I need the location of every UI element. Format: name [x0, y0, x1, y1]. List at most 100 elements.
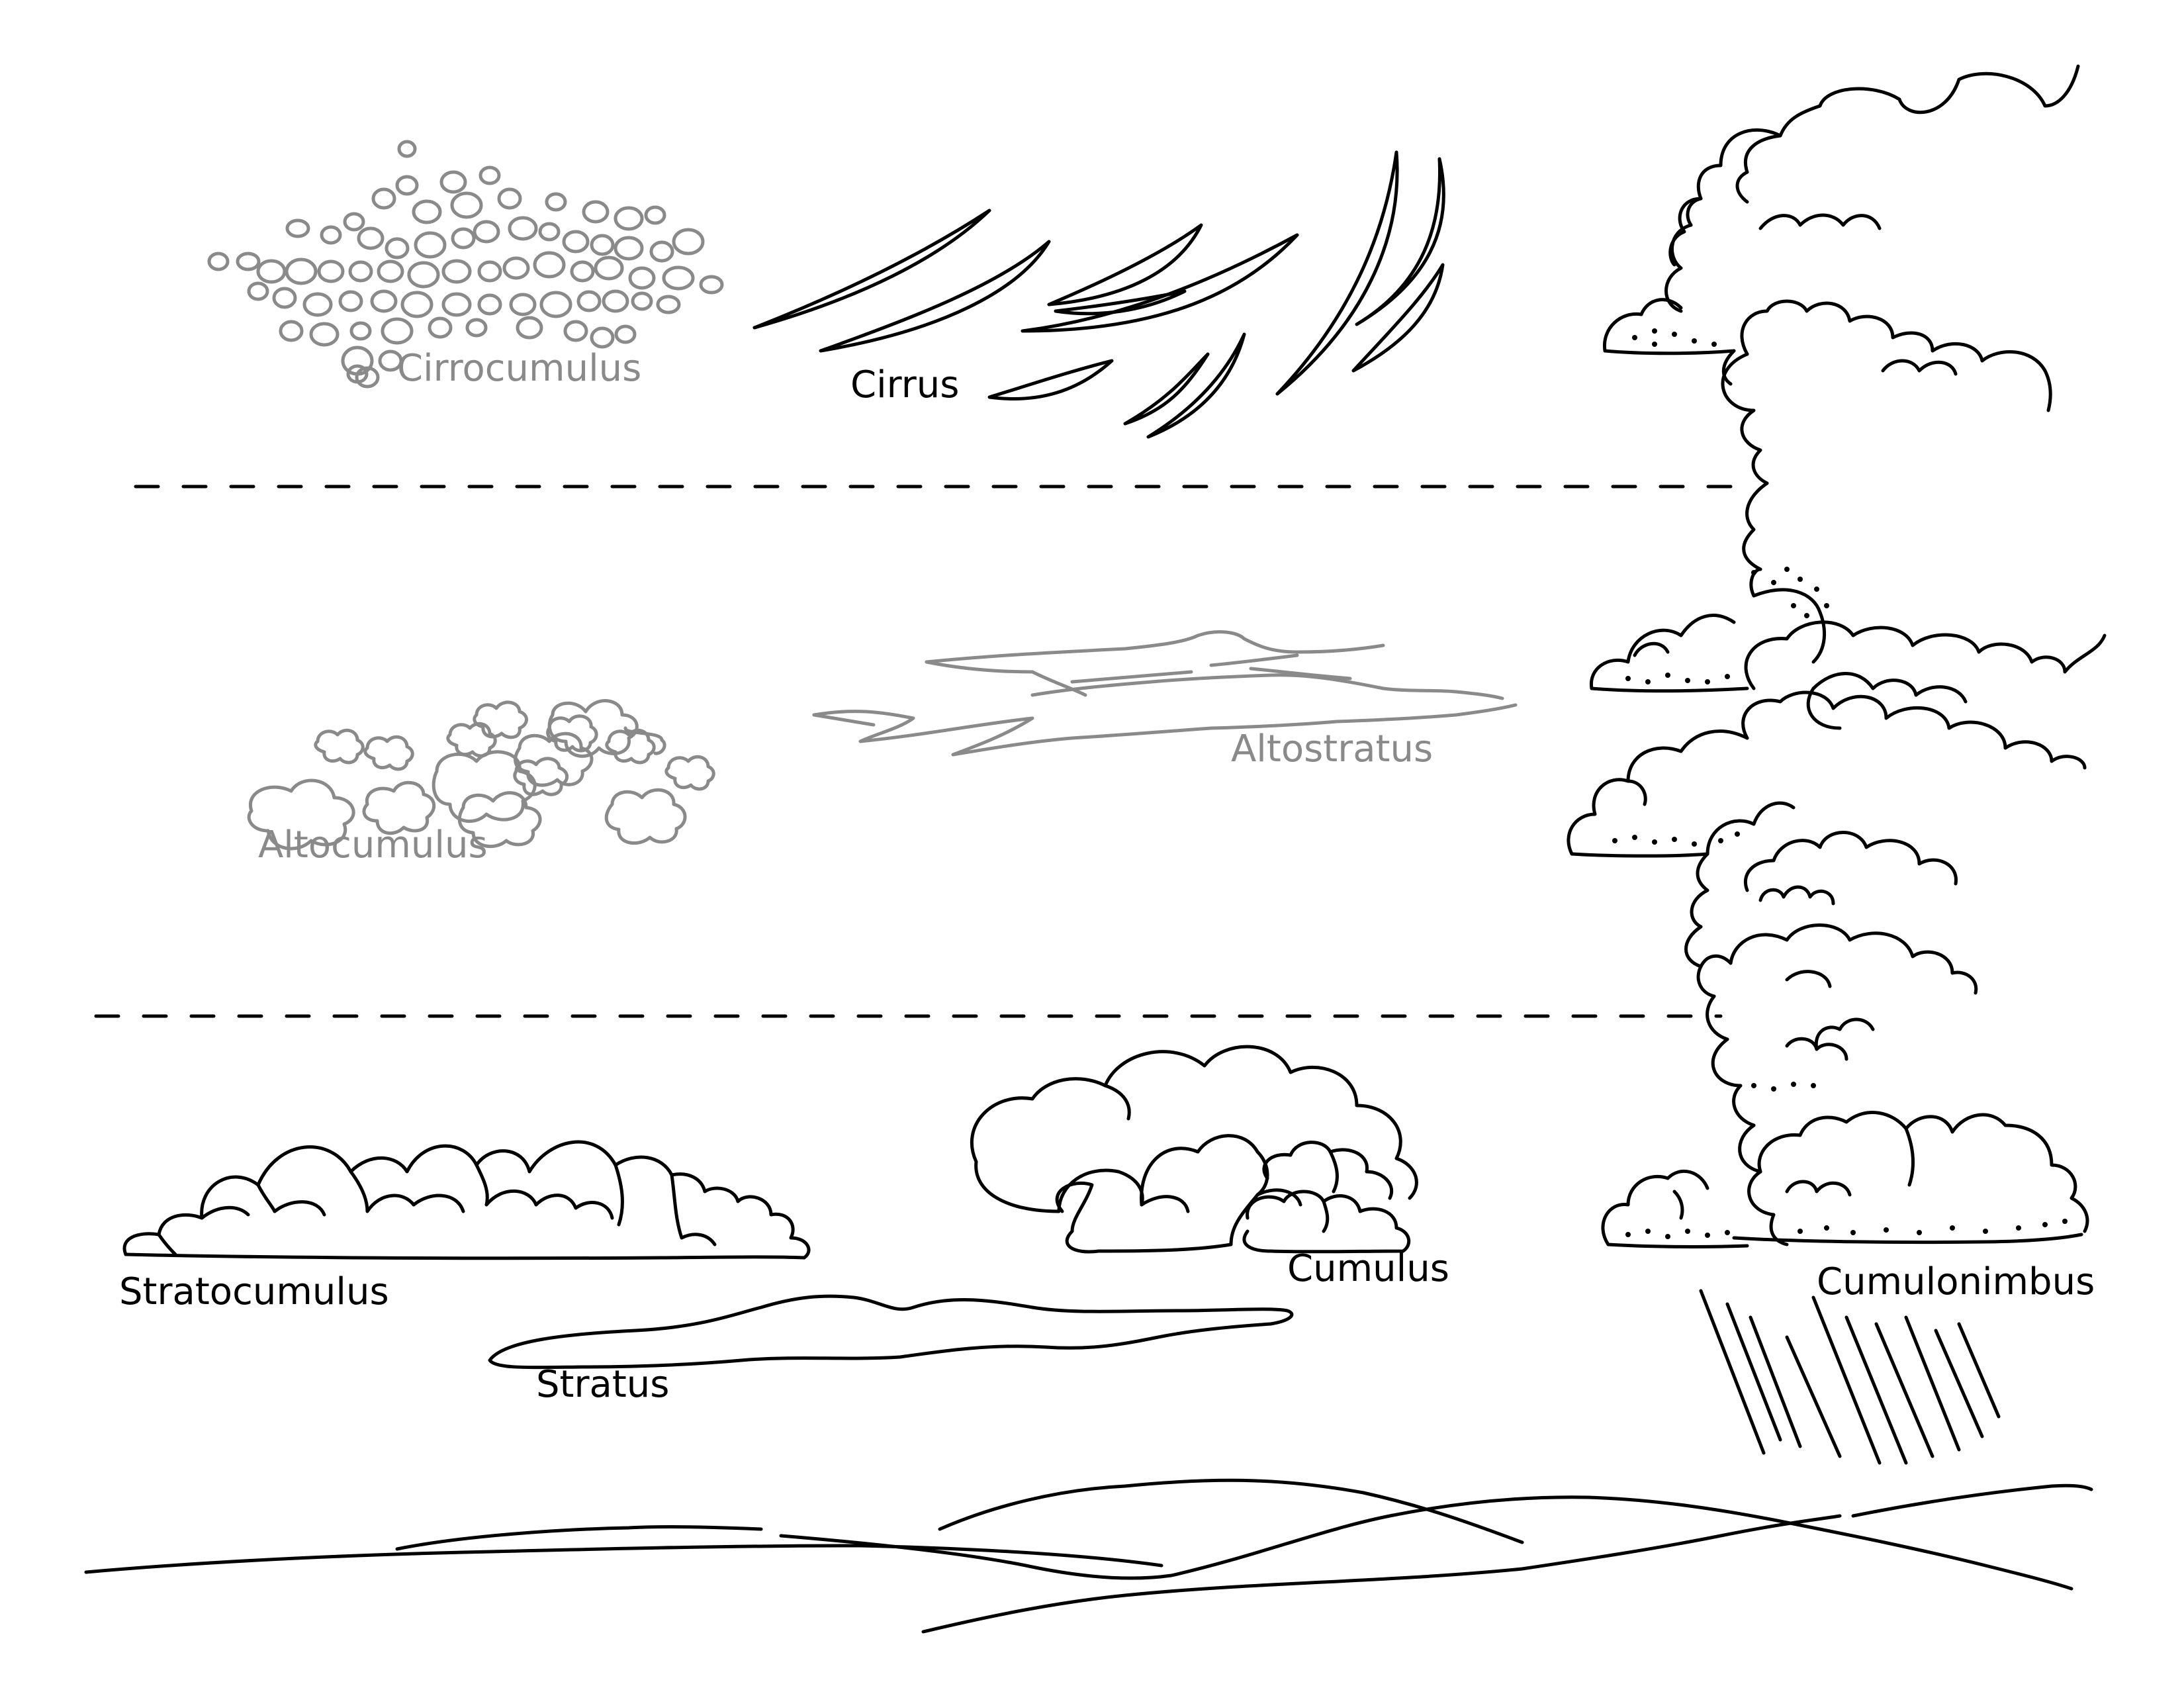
shading-dot	[1950, 1225, 1955, 1231]
cirrocumulus-puff	[378, 350, 403, 372]
shading-dot	[1784, 567, 1790, 572]
stratus-label: Stratus	[536, 1363, 669, 1406]
shading-dot	[1645, 1229, 1651, 1234]
cirrocumulus-puff	[370, 289, 398, 313]
cirrocumulus-puff	[602, 289, 629, 313]
shading-dot	[1672, 332, 1677, 337]
cirrocumulus-puff	[576, 290, 602, 312]
cirrocumulus-puff	[497, 187, 522, 210]
altostratus-label: Altostratus	[1231, 727, 1433, 771]
cirrocumulus-puff	[473, 220, 500, 244]
cirrocumulus-puff	[439, 170, 467, 194]
cirrocumulus-puff	[538, 222, 561, 242]
cirrocumulus-puff	[644, 205, 666, 225]
shading-dot	[1632, 835, 1637, 840]
shading-dot	[1705, 679, 1710, 684]
shading-dot	[1652, 328, 1657, 334]
cirrocumulus-puff	[400, 291, 433, 318]
shading-dot	[1983, 1229, 1988, 1234]
cirrocumulus-puff	[285, 258, 318, 285]
shading-dot	[1797, 1229, 1803, 1234]
cirrocumulus-puff	[355, 366, 380, 389]
cirrocumulus-puff	[502, 256, 530, 280]
shading-dot	[1824, 1225, 1829, 1231]
altocumulus-cloud	[247, 699, 715, 851]
cirrocumulus-puff	[516, 316, 543, 340]
shading-dot	[1718, 838, 1723, 843]
cumulonimbus-label: Cumulonimbus	[1817, 1260, 2095, 1303]
cirrocumulus-puff	[407, 261, 440, 289]
cirrocumulus-puff	[563, 320, 588, 342]
altostratus-cloud	[812, 630, 1518, 757]
cirrocumulus-puff	[320, 225, 342, 245]
ground-hills	[84, 1478, 2093, 1634]
shading-dot	[1665, 1234, 1670, 1239]
cirrocumulus-puff	[451, 227, 476, 250]
cirrocumulus-puff	[477, 293, 502, 316]
cirrocumulus-puff	[539, 291, 572, 318]
cirrocumulus-puff	[236, 252, 261, 271]
cirrocumulus-puff	[656, 295, 681, 314]
cirrocumulus-puff	[343, 212, 365, 232]
shading-dot	[1725, 1230, 1730, 1235]
cirrocumulus-puff	[279, 320, 304, 342]
shading-dot	[1652, 342, 1657, 347]
shading-dot	[1672, 837, 1677, 842]
cirrocumulus-puff	[395, 175, 419, 196]
cumulus-cloud	[970, 1045, 1418, 1254]
cumulonimbus-rain	[1699, 1289, 2001, 1465]
shading-dot	[1645, 679, 1651, 684]
cirrocumulus-puff	[478, 165, 501, 185]
cirrocumulus-puff	[414, 231, 447, 259]
cirrus-label: Cirrus	[850, 363, 959, 406]
cirrocumulus-puff	[631, 291, 653, 311]
cirrocumulus-puff	[590, 234, 615, 256]
cirrocumulus-puff	[614, 206, 644, 231]
stratus-cloud	[488, 1294, 1294, 1370]
cirrocumulus-puff	[412, 199, 442, 224]
cumulus-label: Cumulus	[1287, 1247, 1449, 1290]
stratocumulus-label: Stratocumulus	[119, 1270, 389, 1313]
cirrocumulus-puff	[570, 260, 595, 283]
shading-dot	[1917, 1230, 1922, 1235]
cirrocumulus-puff	[533, 251, 566, 279]
shading-dot	[1771, 580, 1776, 585]
cirrocumulus-puff	[348, 260, 373, 283]
cirrocumulus-puff	[465, 318, 488, 338]
shading-dot	[1692, 841, 1697, 847]
cirrocumulus-puff	[207, 252, 230, 271]
cirrocumulus-puff	[582, 200, 610, 224]
cirrocumulus-puff	[397, 140, 417, 158]
cirrocumulus-puff	[377, 259, 404, 283]
shading-dot	[1811, 1083, 1816, 1088]
cirrocumulus-puff	[614, 324, 637, 344]
cirrocumulus-puff	[545, 192, 567, 212]
cirrocumulus-puff	[441, 292, 472, 317]
cirrocumulus-puff	[441, 259, 472, 284]
shading-dot	[2042, 1222, 2048, 1227]
shading-dot	[1612, 838, 1617, 843]
cirrocumulus-puff	[428, 316, 453, 339]
shading-dot	[1751, 1083, 1756, 1088]
shading-dot	[1711, 342, 1717, 347]
shading-dot	[1685, 678, 1690, 683]
shading-dot	[1632, 335, 1637, 340]
cirrocumulus-label: Cirrocumulus	[397, 347, 641, 390]
cirrocumulus-puff	[341, 346, 374, 376]
cirrus-cloud	[752, 150, 1445, 439]
shading-dot	[1625, 1232, 1631, 1237]
altocumulus-label: Altocumulus	[258, 823, 488, 867]
shading-dot	[1804, 613, 1809, 618]
shading-dot	[1797, 577, 1803, 582]
cirrocumulus-puff	[450, 191, 483, 219]
shading-dot	[1791, 603, 1796, 608]
shading-dot	[1692, 338, 1697, 344]
cirrocumulus-puff	[371, 187, 396, 210]
cirrocumulus-puff	[672, 228, 705, 256]
cirrocumulus-puff	[649, 240, 674, 263]
shading-dot	[1824, 603, 1829, 608]
shading-dot	[1850, 1230, 1856, 1235]
cirrocumulus-puff	[562, 230, 590, 254]
stratocumulus-cloud	[122, 1140, 811, 1260]
cirrocumulus-puff	[385, 237, 410, 259]
